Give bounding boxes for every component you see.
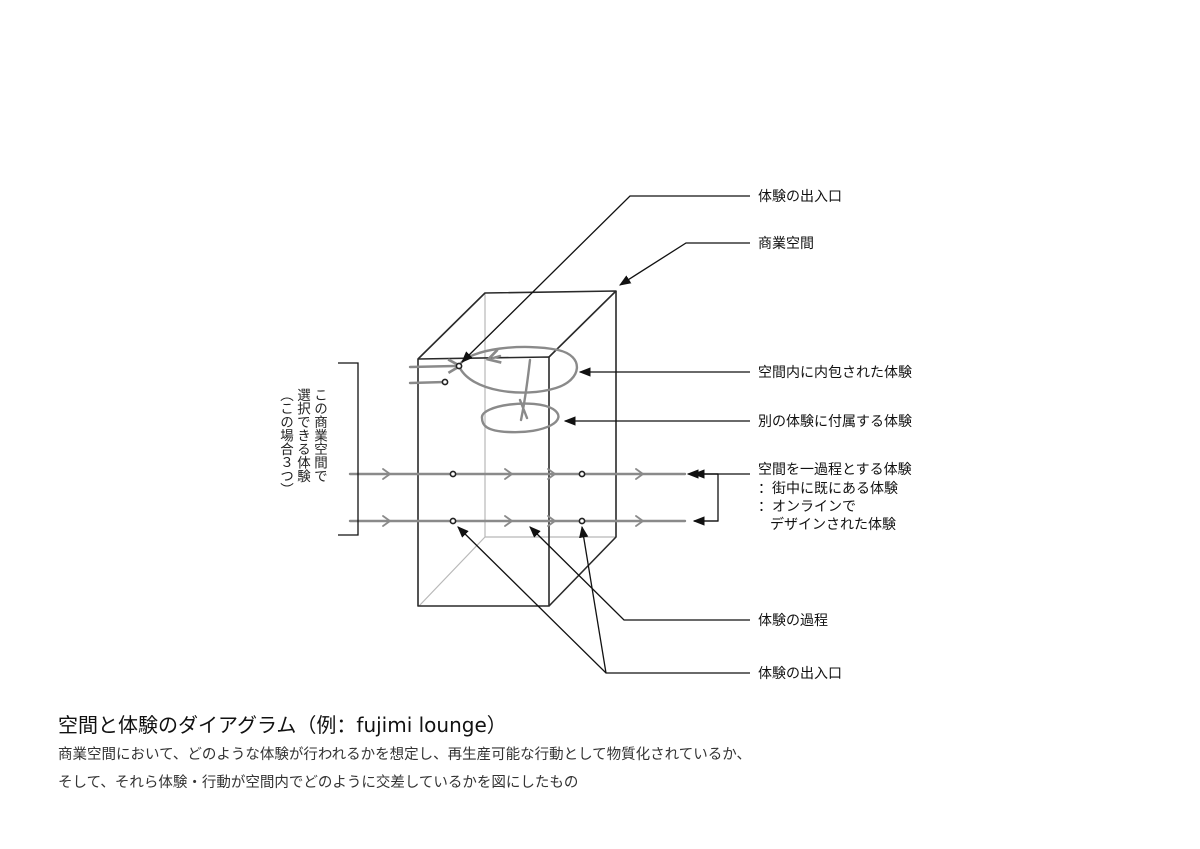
entrance-dot [578, 470, 586, 478]
leader-commercial-space [619, 242, 750, 286]
leader-entrance-top [461, 195, 750, 363]
label-entrance-bottom: 体験の出入口 [758, 666, 842, 682]
label-one-process-sub2: ：オンラインで [758, 499, 856, 515]
entrance-dot [455, 362, 463, 370]
entrance-dot [449, 517, 457, 525]
attached-experience-path [480, 398, 560, 434]
leader-process [529, 526, 750, 621]
path-direction-arrows [382, 468, 645, 527]
label-process: 体験の過程 [758, 613, 828, 629]
entrance-dot [441, 378, 449, 386]
description-line2: そして、それら体験・行動が空間内でどのように交差しているかを図にしたもの [58, 775, 579, 791]
selectable-bracket [338, 362, 359, 536]
label-contained-experience: 空間内に内包された体験 [758, 365, 912, 381]
diagram-title: 空間と体験のダイアグラム（例：fujimi lounge） [58, 713, 507, 737]
box-hidden-edges [418, 293, 616, 607]
through-bracket [694, 473, 719, 522]
label-one-process: 空間を一過程とする体験 [758, 462, 912, 478]
leader-lines [457, 195, 750, 674]
side-note-line2: 選択できる体験 [294, 388, 310, 483]
through-experience-paths [348, 472, 687, 523]
leader-entrance-bottom-b [579, 525, 607, 674]
label-commercial-space: 商業空間 [758, 236, 814, 252]
description-line1: 商業空間において、どのような体験が行われるかを想定し、再生産可能な行動として物質… [58, 747, 751, 763]
label-one-process-sub3: デザインされた体験 [770, 517, 896, 533]
entrance-dot [578, 517, 586, 525]
side-note-line3: （この場合３つ） [277, 388, 293, 496]
label-one-process-sub1: ：街中に既にある体験 [758, 481, 898, 497]
side-note-line1: この商業空間で [311, 388, 327, 483]
label-entrance-top: 体験の出入口 [758, 189, 842, 205]
commercial-space-box [417, 290, 617, 607]
label-attached-experience: 別の体験に付属する体験 [758, 414, 912, 430]
entrance-dot [449, 470, 457, 478]
entrance-dots [441, 362, 586, 525]
contained-experience-path [408, 345, 579, 422]
selectable-experiences-note: この商業空間で 選択できる体験 （この場合３つ） [276, 388, 327, 538]
